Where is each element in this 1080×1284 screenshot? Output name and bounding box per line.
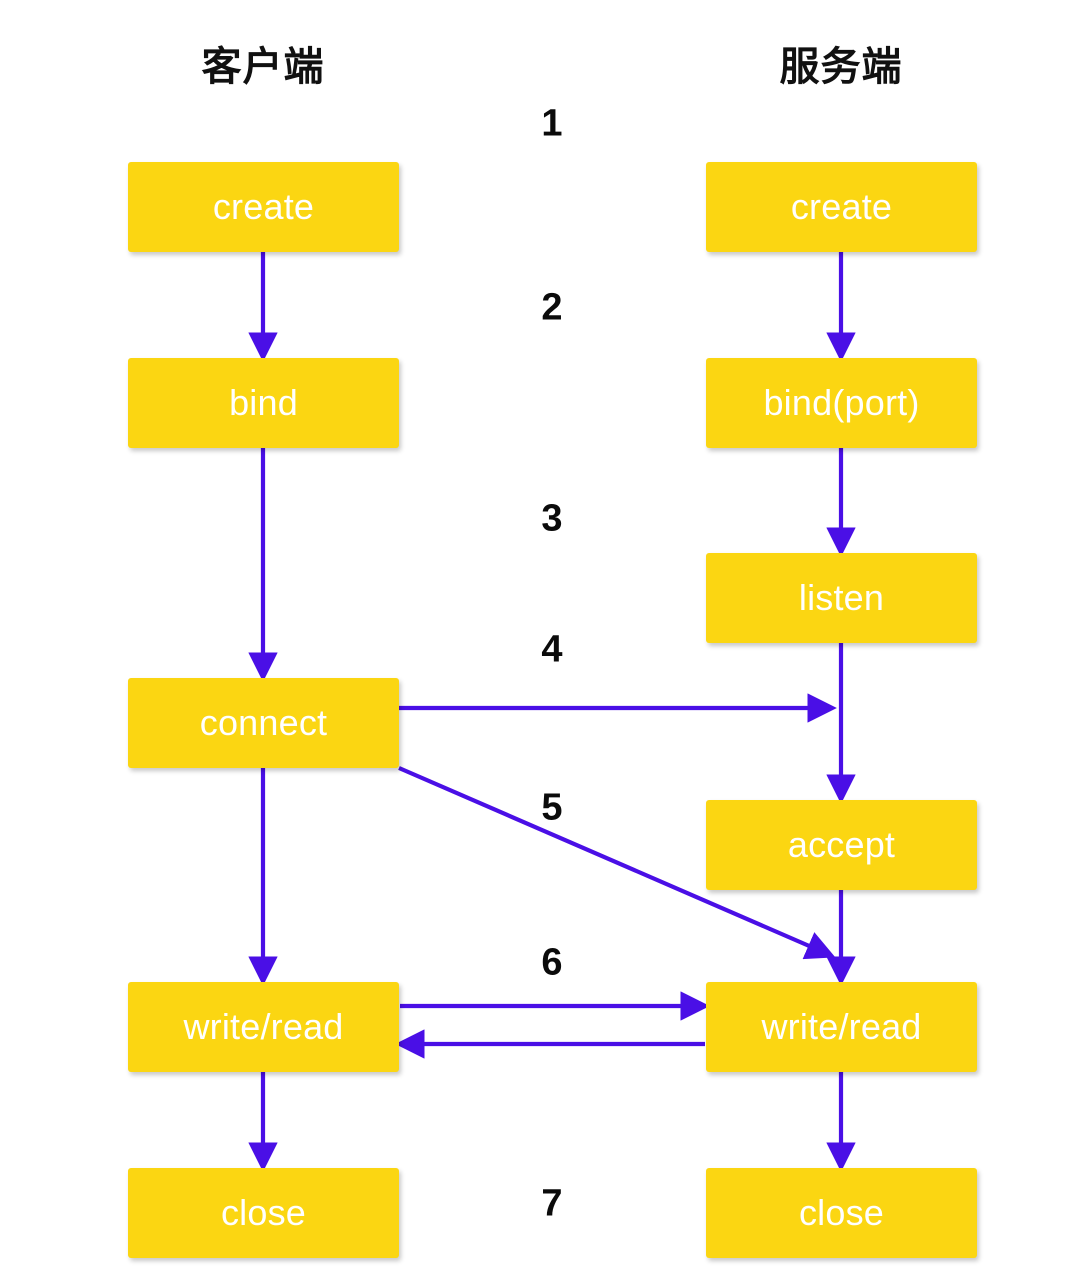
process-node-server-listen[interactable]: listen: [706, 553, 977, 643]
step-number-4: 4: [541, 628, 563, 671]
process-node-label: write/read: [183, 1006, 344, 1047]
process-node-label: create: [790, 186, 893, 227]
process-node-server-bind-port-[interactable]: bind(port): [706, 358, 977, 448]
process-node-client-write-read[interactable]: write/read: [128, 982, 399, 1072]
process-node-label: bind(port): [763, 382, 920, 423]
step-number-2: 2: [541, 286, 563, 329]
step-number-6: 6: [541, 941, 563, 984]
process-node-label: close: [798, 1192, 885, 1233]
process-node-label: bind: [229, 382, 298, 423]
step-number-5: 5: [541, 786, 563, 829]
step-number-3: 3: [541, 497, 563, 540]
process-node-label: accept: [787, 824, 896, 865]
process-node-client-connect[interactable]: connect: [128, 678, 399, 768]
process-node-label: create: [212, 186, 315, 227]
process-node-server-close[interactable]: close: [706, 1168, 977, 1258]
column-title-server: 服务端: [779, 45, 903, 89]
step-number-1: 1: [541, 102, 563, 145]
process-node-server-accept[interactable]: accept: [706, 800, 977, 890]
process-node-server-create[interactable]: create: [706, 162, 977, 252]
process-node-client-bind[interactable]: bind: [128, 358, 399, 448]
process-node-client-create[interactable]: create: [128, 162, 399, 252]
process-node-label: listen: [798, 577, 885, 618]
process-node-server-write-read[interactable]: write/read: [706, 982, 977, 1072]
step-number-7: 7: [541, 1182, 563, 1225]
process-node-label: close: [220, 1192, 307, 1233]
column-title-client: 客户端: [201, 45, 325, 89]
process-node-label: write/read: [761, 1006, 922, 1047]
process-node-client-close[interactable]: close: [128, 1168, 399, 1258]
process-node-label: connect: [199, 702, 328, 743]
